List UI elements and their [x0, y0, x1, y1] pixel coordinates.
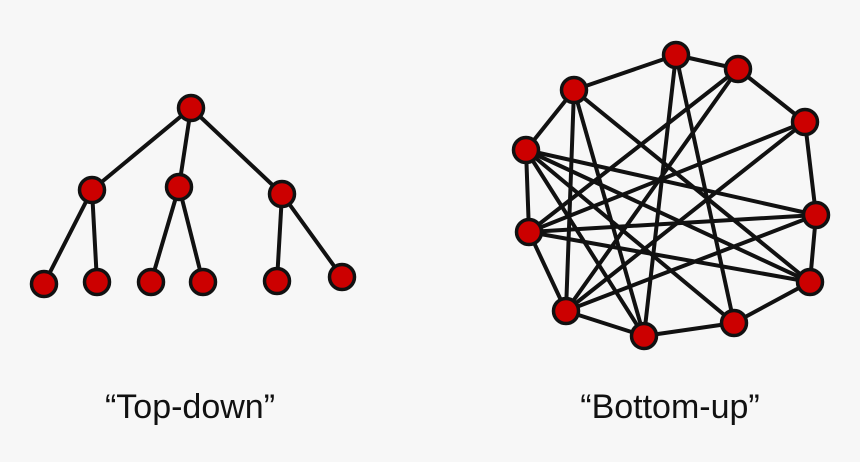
network-node — [511, 135, 541, 165]
network-node — [629, 321, 659, 351]
network-node — [795, 267, 825, 297]
network-node — [559, 75, 589, 105]
network-edge — [524, 148, 736, 325]
network-edge — [732, 280, 812, 325]
tree-edge — [90, 106, 193, 192]
bottom-up-caption: “Bottom-up” — [580, 388, 760, 426]
network-node — [719, 308, 749, 338]
network-edge — [572, 53, 678, 92]
tree-node — [327, 262, 357, 292]
network-node — [790, 107, 820, 137]
tree-node — [267, 179, 297, 209]
network-edge — [642, 53, 678, 338]
network-edge — [524, 148, 812, 284]
network-edge — [527, 67, 740, 234]
network-edge — [527, 230, 568, 313]
network-edge — [524, 148, 646, 338]
tree-node — [188, 267, 218, 297]
network-node — [801, 200, 831, 230]
diagram-canvas — [29, 40, 831, 351]
tree-node — [77, 175, 107, 205]
tree-edge — [177, 185, 205, 284]
tree-node — [82, 267, 112, 297]
network-edge — [564, 67, 740, 313]
network-node — [661, 40, 691, 70]
network-nodes — [511, 40, 831, 351]
tree-edge — [280, 192, 344, 279]
tree-node — [262, 266, 292, 296]
bottom-up-network — [511, 40, 831, 351]
tree-edge — [275, 192, 284, 283]
network-edge — [642, 321, 736, 338]
tree-edge — [189, 106, 284, 196]
tree-node — [136, 267, 166, 297]
network-edge — [572, 88, 646, 338]
network-edge — [803, 120, 818, 217]
network-edge — [524, 148, 818, 217]
tree-nodes — [29, 93, 357, 299]
tree-edge — [42, 188, 94, 286]
tree-node — [29, 269, 59, 299]
network-edge — [527, 120, 807, 234]
network-node — [514, 217, 544, 247]
top-down-caption: “Top-down” — [104, 388, 276, 426]
top-down-tree — [29, 93, 357, 299]
tree-node — [164, 172, 194, 202]
tree-edge — [90, 188, 99, 284]
network-edge — [564, 213, 818, 313]
network-edge — [527, 230, 812, 284]
network-node — [723, 54, 753, 84]
tree-edge — [149, 185, 181, 284]
tree-node — [176, 93, 206, 123]
network-node — [551, 296, 581, 326]
